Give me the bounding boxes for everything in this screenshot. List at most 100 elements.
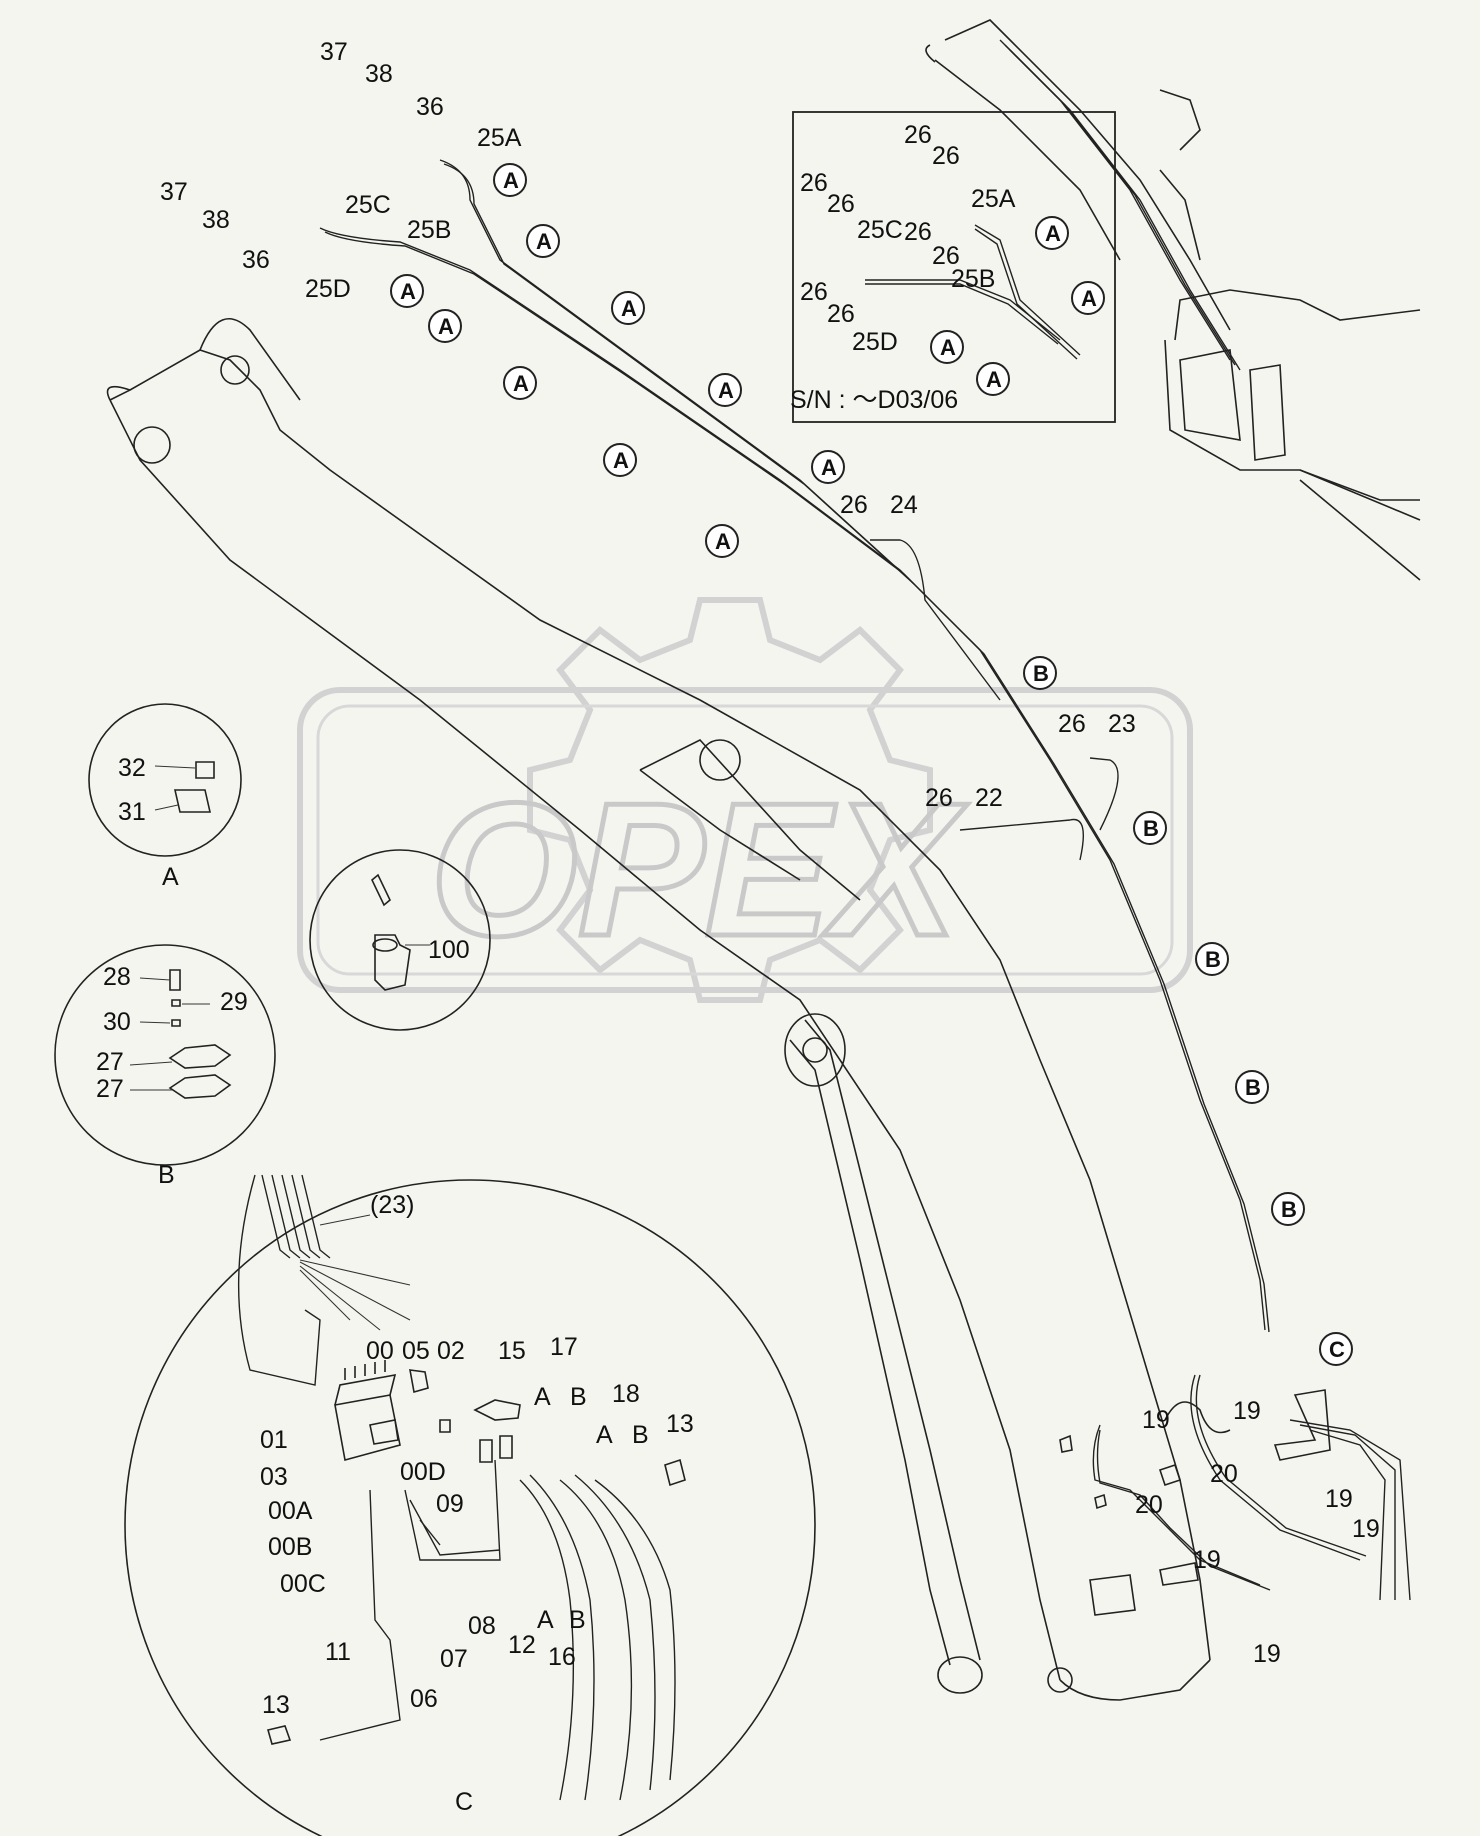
callout-b: B <box>1235 1070 1269 1104</box>
svg-text:A: A <box>513 371 529 396</box>
part-label: 37 <box>160 178 188 206</box>
part-label: 29 <box>220 988 248 1016</box>
part-label: 38 <box>202 206 230 234</box>
part-label: 08 <box>468 1612 496 1640</box>
part-label: 02 <box>437 1337 465 1365</box>
part-label: 25C <box>345 191 391 219</box>
callout-a: A <box>603 443 637 477</box>
part-label: 30 <box>103 1008 131 1036</box>
part-label: 13 <box>666 1410 694 1438</box>
part-label: 37 <box>320 38 348 66</box>
part-label: 19 <box>1142 1406 1170 1434</box>
svg-text:A: A <box>613 448 629 473</box>
callout-a: A <box>930 330 964 364</box>
part-label: 00B <box>268 1533 312 1561</box>
part-label: 25A <box>477 124 522 152</box>
part-label: 19 <box>1233 1397 1261 1425</box>
part-label: 17 <box>550 1333 578 1361</box>
part-label: 31 <box>118 798 146 826</box>
part-label: 20 <box>1135 1491 1163 1519</box>
svg-text:B: B <box>1033 661 1049 686</box>
callout-b: B <box>1271 1192 1305 1226</box>
boom-illustration <box>106 318 1211 1701</box>
callout-a: A <box>708 373 742 407</box>
serial-number-text: S/N : ～D03/06 <box>790 386 958 414</box>
part-label: 19 <box>1325 1485 1353 1513</box>
callouts-a: A A A A A A A A A A A A A A <box>390 163 1105 558</box>
part-label: 19 <box>1193 1546 1221 1574</box>
callout-a: A <box>611 291 645 325</box>
part-label: 12 <box>508 1631 536 1659</box>
svg-text:A: A <box>715 529 731 554</box>
part-label: 22 <box>975 784 1003 812</box>
clamp-assembly <box>1059 1374 1411 1616</box>
callout-a: A <box>526 224 560 258</box>
part-label: 01 <box>260 1426 288 1454</box>
part-label: 27 <box>96 1075 124 1103</box>
detail-a: A <box>88 703 242 891</box>
part-label: 09 <box>436 1490 464 1518</box>
callout-a: A <box>428 309 462 343</box>
watermark: OPEX <box>297 597 1193 1003</box>
callout-a: A <box>1035 216 1069 250</box>
part-label: 00A <box>268 1497 313 1525</box>
part-label: 38 <box>365 60 393 88</box>
part-label: A <box>537 1606 554 1634</box>
part-label: 00D <box>400 1458 446 1486</box>
part-label: 20 <box>1210 1460 1238 1488</box>
part-label: 24 <box>890 491 918 519</box>
part-label: 100 <box>428 936 470 964</box>
svg-text:B: B <box>1143 816 1159 841</box>
part-label: 26 <box>932 242 960 270</box>
part-label: 15 <box>498 1337 526 1365</box>
part-label: B <box>632 1421 649 1449</box>
watermark-text: OPEX <box>430 764 968 976</box>
part-label: 36 <box>242 246 270 274</box>
part-label: 26 <box>840 491 868 519</box>
part-label: 06 <box>410 1685 438 1713</box>
detail-100 <box>309 849 491 1031</box>
part-label: 25A <box>971 185 1016 213</box>
callout-b: B <box>1133 811 1167 845</box>
svg-text:A: A <box>400 279 416 304</box>
svg-text:A: A <box>503 168 519 193</box>
part-label: 32 <box>118 754 146 782</box>
part-label: 36 <box>416 93 444 121</box>
hose-run <box>319 159 1270 1333</box>
svg-text:A: A <box>1045 221 1061 246</box>
callout-a: A <box>390 274 424 308</box>
section-a-title: A <box>162 863 179 891</box>
part-label: 26 <box>1058 710 1086 738</box>
part-label: 18 <box>612 1380 640 1408</box>
callout-a: A <box>811 450 845 484</box>
callout-a: A <box>976 362 1010 396</box>
part-label: 25D <box>852 328 898 356</box>
svg-text:C: C <box>1329 1337 1345 1362</box>
part-label: 00C <box>280 1570 326 1598</box>
part-label: 00 <box>366 1337 394 1365</box>
svg-text:A: A <box>1081 286 1097 311</box>
part-label: A <box>596 1421 613 1449</box>
part-label: 13 <box>262 1691 290 1719</box>
part-label: 25B <box>407 216 451 244</box>
callouts-b: B B B B B <box>1023 656 1305 1226</box>
callout-b: B <box>1023 656 1057 690</box>
callout-b: B <box>1195 942 1229 976</box>
svg-text:A: A <box>438 314 454 339</box>
svg-text:A: A <box>940 335 956 360</box>
part-label: (23) <box>370 1191 414 1219</box>
detail-b: B <box>54 944 276 1189</box>
part-label: 25D <box>305 275 351 303</box>
part-label: A <box>534 1383 551 1411</box>
part-label: 28 <box>103 963 131 991</box>
part-label: 26 <box>904 218 932 246</box>
part-label: 19 <box>1253 1640 1281 1668</box>
part-label: 26 <box>827 300 855 328</box>
part-label: 05 <box>402 1337 430 1365</box>
excavator-illustration <box>925 19 1421 581</box>
detail-c: C <box>124 1174 816 1836</box>
part-label: 11 <box>325 1638 351 1666</box>
part-label: 26 <box>800 278 828 306</box>
serial-inset: S/N : ～D03/06 <box>790 111 1116 423</box>
part-label: 26 <box>932 142 960 170</box>
